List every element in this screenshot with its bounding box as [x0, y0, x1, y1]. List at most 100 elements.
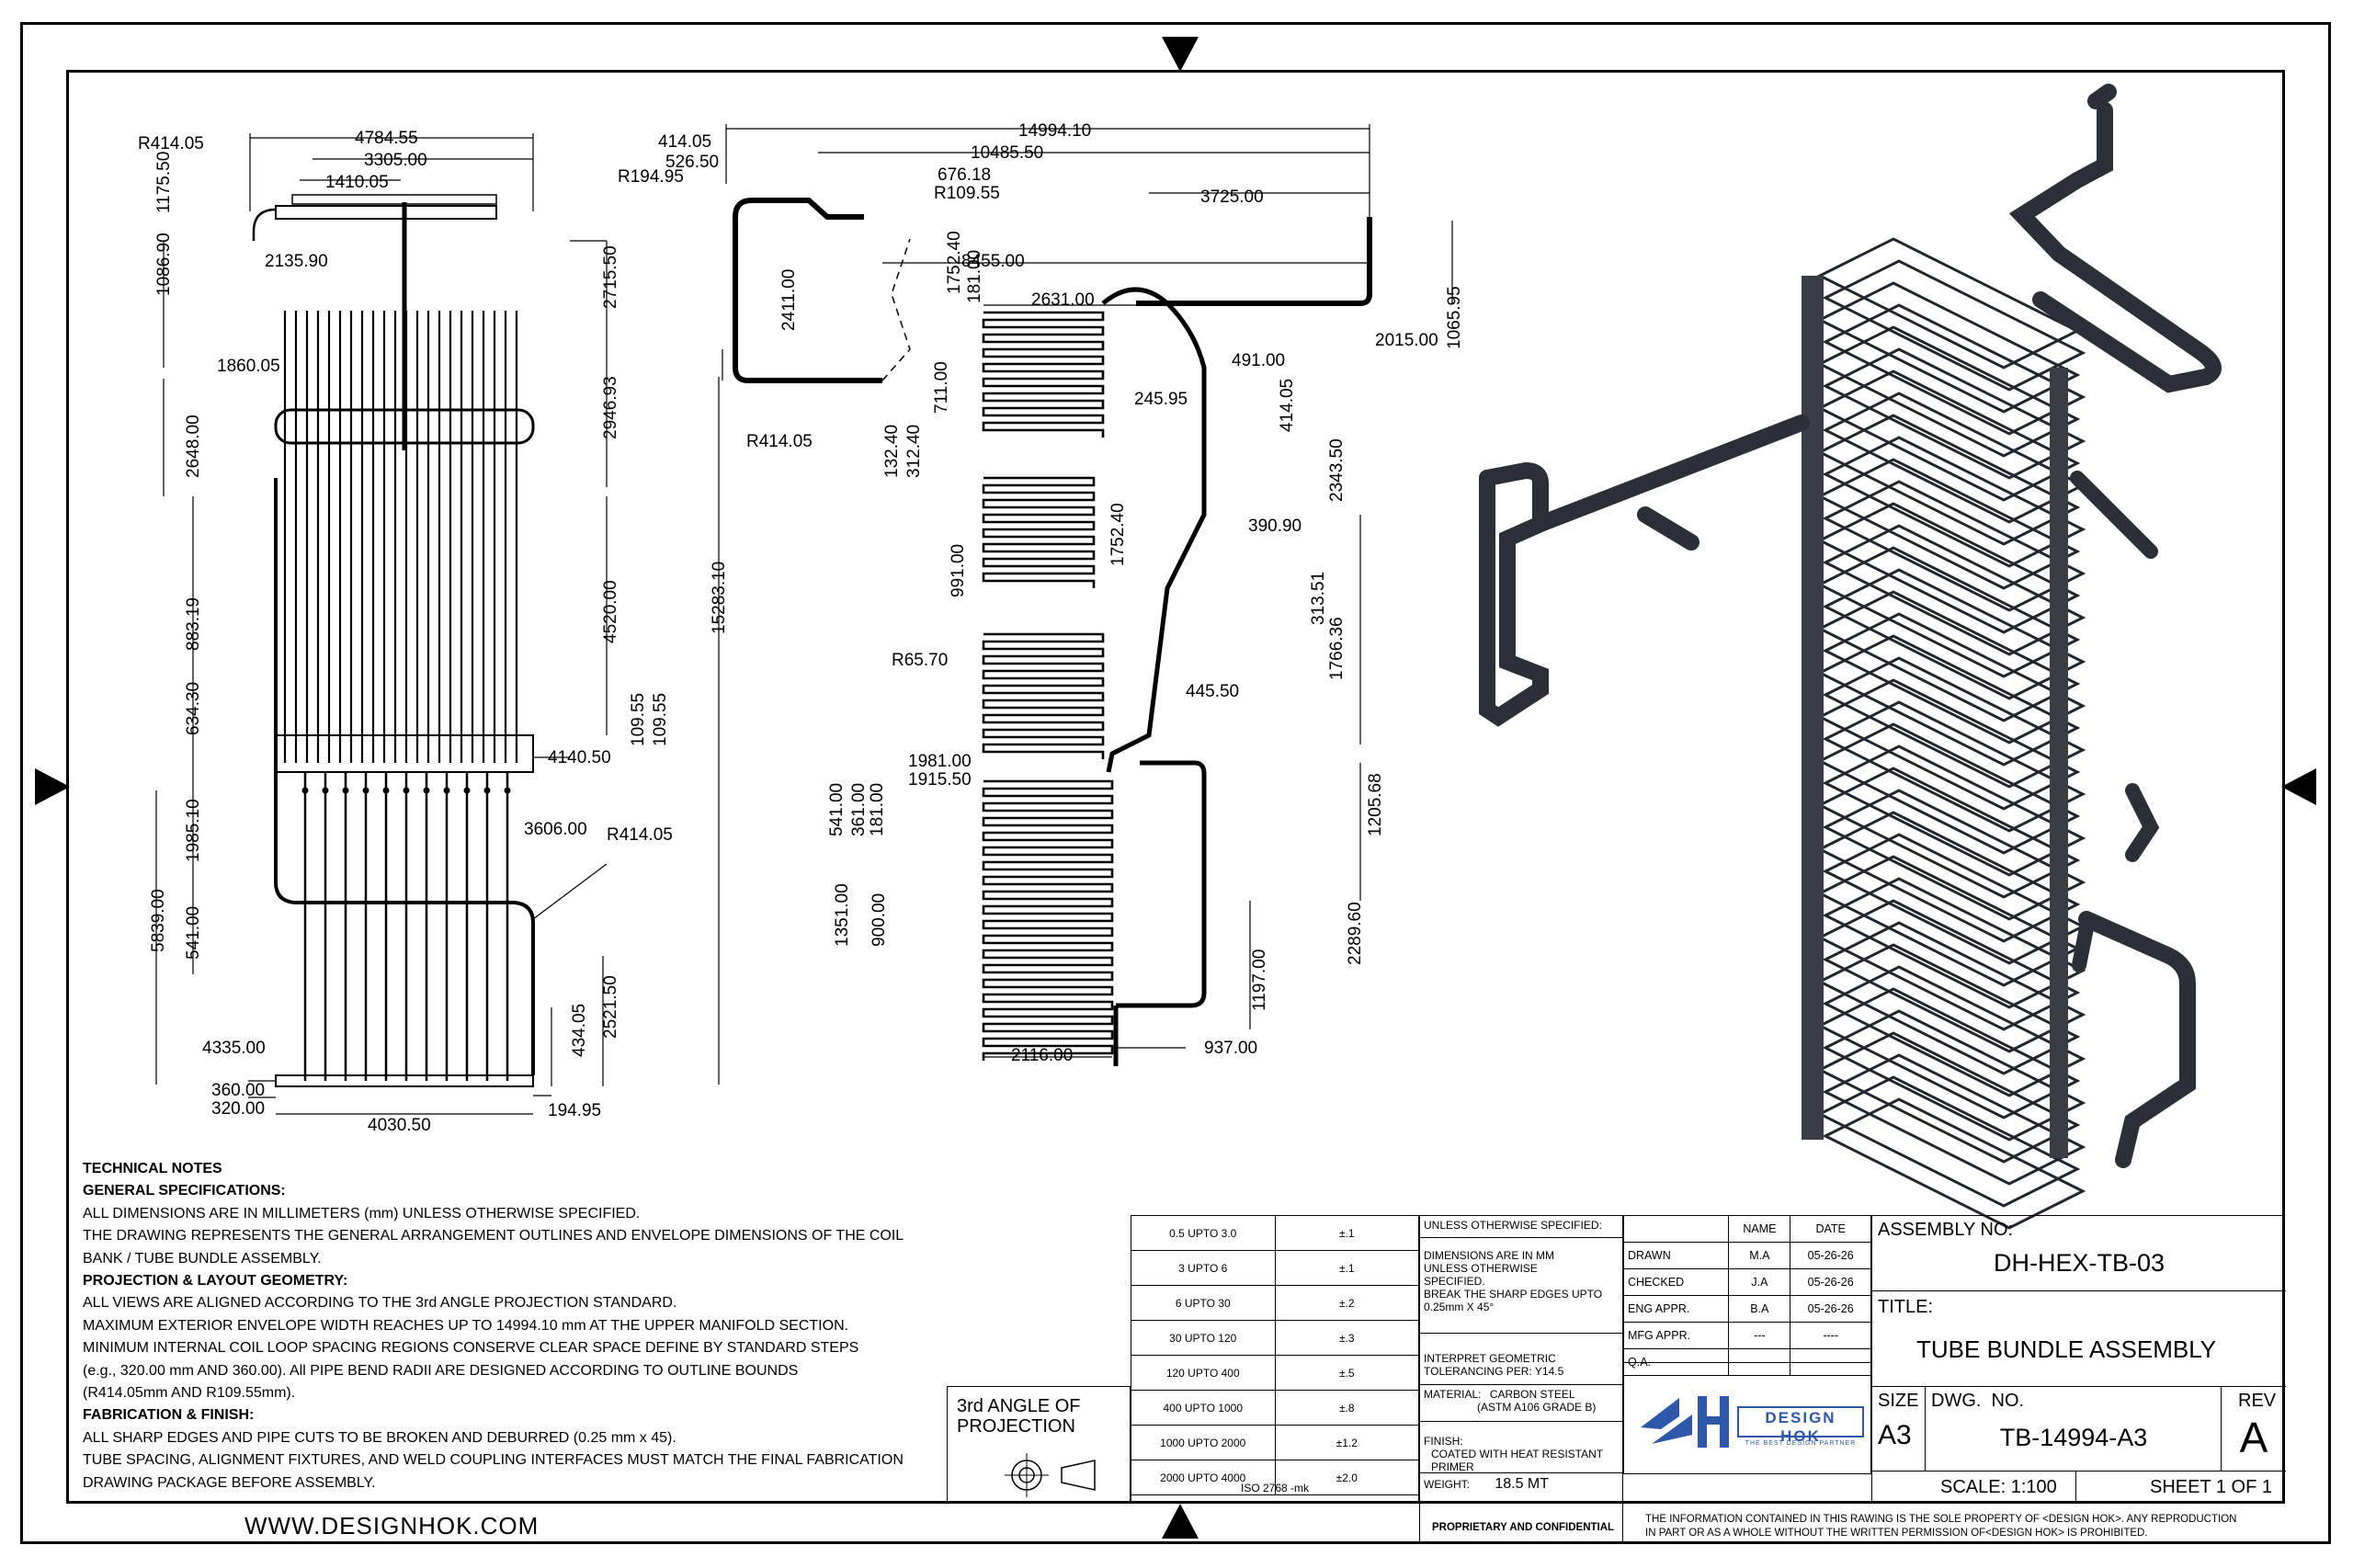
coil-layer: [1816, 811, 2081, 943]
coil-layer: [1816, 1031, 2081, 1164]
coil-layer: [1822, 303, 2086, 436]
dim-label: 4520.00: [601, 580, 620, 643]
dim-label: 2648.00: [184, 415, 203, 478]
tolerance-range: 0.5 UPTO 3.0: [1131, 1215, 1276, 1251]
dim-label: 1752.40: [945, 231, 964, 294]
tube-fitting: [362, 787, 369, 794]
coil-layer: [1816, 722, 2081, 855]
approval-cell: ENG APPR.: [1622, 1295, 1730, 1323]
spec-finish-label: FINISH:: [1424, 1435, 1463, 1448]
tolerance-row: 1000 UPTO 2000±1.2: [1131, 1425, 1419, 1460]
approval-cell: ---: [1728, 1322, 1791, 1349]
dim-label: 194.95: [548, 1101, 601, 1120]
dim-label: 109.55: [629, 693, 648, 746]
dim-label: 937.00: [1204, 1039, 1257, 1058]
notes-title: TECHNICAL NOTES: [83, 1161, 222, 1176]
dim-label: 245.95: [1134, 390, 1188, 409]
outer-border: [20, 22, 2331, 1544]
title-block: ASSEMBLY NO: DH-HEX-TB-03 TITLE: TUBE BU…: [1871, 1215, 2286, 1504]
notes-line: BANK / TUBE BUNDLE ASSEMBLY.: [83, 1250, 322, 1267]
dim-label: 2411.00: [779, 269, 799, 331]
spec-dims-line: DIMENSIONS ARE IN MM: [1424, 1249, 1555, 1262]
coil-layer: [1822, 524, 2086, 656]
dim-label: 313.51: [1309, 572, 1328, 625]
title-label: TITLE:: [1878, 1297, 1934, 1317]
tube-fitting: [342, 787, 349, 794]
center-mark-right: [2281, 768, 2316, 805]
coil-layer: [1822, 656, 2086, 789]
disclaimer: THE INFORMATION CONTAINED IN THIS RAWING…: [1645, 1513, 2236, 1540]
coil-layer: [1816, 546, 2081, 678]
side-bottom-riser: [1116, 760, 1207, 1008]
center-mark-left: [35, 768, 70, 805]
dim-label: 4784.55: [355, 129, 418, 148]
dim-label: 711.00: [932, 361, 951, 414]
tolerance-row: 120 UPTO 400±.5: [1131, 1355, 1419, 1391]
coil-layer: [1822, 833, 2086, 965]
dim-label: 2946.93: [601, 376, 620, 439]
isometric-view: [1479, 84, 2222, 1230]
dim-label: 361.00: [849, 783, 869, 836]
sheet-cell: SHEET 1 OF 1: [2076, 1471, 2286, 1503]
dim-label: 1752.40: [1108, 503, 1128, 566]
notes-line: ALL DIMENSIONS ARE IN MILLIMETERS (mm) U…: [83, 1205, 641, 1221]
side-view: [718, 124, 1453, 1085]
side-serpentine-coils: [982, 311, 1114, 1061]
dim-label: 2715.50: [601, 245, 620, 309]
dim-label: 3725.00: [1200, 187, 1264, 207]
tube-fitting: [504, 787, 511, 794]
rev-label: REV: [2238, 1391, 2277, 1411]
approval-cell: 05-26-26: [1790, 1295, 1871, 1323]
spec-weight: WEIGHT: 18.5 MT: [1420, 1473, 1622, 1503]
dim-label: 1205.68: [1366, 773, 1385, 836]
spec-dimensions: DIMENSIONS ARE IN MM UNLESS OTHERWISE SP…: [1420, 1238, 1622, 1334]
dim-label: 445.50: [1186, 682, 1239, 701]
tube-fitting: [322, 787, 329, 794]
scale-value: SCALE: 1:100: [1940, 1477, 2057, 1497]
company-logo-box: DESIGN HOK THE BEST DESIGN PARTNER: [1623, 1362, 1871, 1474]
coil-layer: [1816, 1075, 2081, 1208]
rev-value: A: [2239, 1414, 2268, 1461]
serpentine-coil: [982, 311, 1105, 437]
dim-label: 900.00: [870, 893, 889, 947]
coil-layer: [1822, 436, 2086, 568]
spec-weight-label: WEIGHT:: [1424, 1478, 1470, 1491]
dim-label: 1981.00: [908, 752, 972, 771]
tolerance-value: ±1.2: [1274, 1425, 1419, 1460]
dim-label: 541.00: [184, 906, 203, 960]
dim-label: 132.40: [882, 425, 902, 478]
coil-layer: [1816, 590, 2081, 722]
side-top-manifold: [1136, 217, 1372, 306]
tube-fitting: [301, 787, 309, 794]
coil-layer: [1822, 568, 2086, 700]
coil-layer: [1816, 325, 2081, 458]
notes-line: DRAWING PACKAGE BEFORE ASSEMBLY.: [83, 1474, 376, 1491]
iso-header-left: [1802, 276, 1824, 1140]
dim-label: 634.30: [184, 682, 203, 735]
spec-material-grade: (ASTM A106 GRADE B): [1477, 1401, 1597, 1414]
dim-label: 2015.00: [1375, 331, 1438, 350]
notes-line: ALL VIEWS ARE ALIGNED ACCORDING TO THE 3…: [83, 1295, 677, 1312]
coil-layer: [1822, 612, 2086, 744]
dim-label: 526.50: [665, 153, 719, 172]
disclaimer-line: IN PART OR AS A WHOLE WITHOUT THE WRITTE…: [1645, 1528, 2148, 1539]
website-link[interactable]: WWW.DESIGNHOK.COM: [244, 1512, 540, 1540]
dim-label: 414.05: [1278, 379, 1297, 432]
rev-cell: REV A: [2222, 1387, 2286, 1471]
coil-layer: [1816, 678, 2081, 811]
dim-label: 1086.90: [154, 233, 174, 296]
coil-layer: [1822, 789, 2086, 921]
notes-heading-general: GENERAL SPECIFICATIONS:: [83, 1183, 286, 1199]
dwg-no-cell: DWG. NO. TB-14994-A3: [1926, 1387, 2222, 1471]
tolerance-row: 2000 UPTO 4000±2.0: [1131, 1460, 1419, 1495]
tolerance-value: ±.5: [1274, 1355, 1419, 1391]
title-cell: TITLE: TUBE BUNDLE ASSEMBLY: [1872, 1291, 2286, 1387]
coil-layer: [1822, 744, 2086, 877]
dim-label: 14994.10: [1018, 121, 1091, 141]
projection-symbol-box: 3rd ANGLE OF PROJECTION: [947, 1386, 1131, 1504]
dim-label: 883.19: [184, 597, 203, 651]
dim-label: 1065.95: [1445, 286, 1464, 349]
